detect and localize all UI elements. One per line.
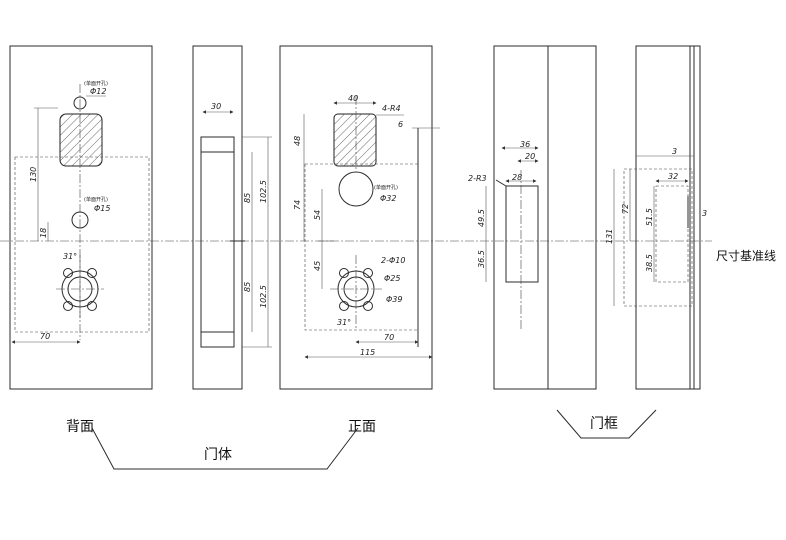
label-front: 正面	[348, 419, 376, 435]
front-dim-45: 45	[313, 261, 322, 271]
front-hole-note: (单面开孔)	[374, 184, 398, 191]
label-door-body: 门体	[204, 447, 232, 463]
frame-right-dim-32: 32	[668, 172, 678, 181]
side-dim-102-bottom: 102.5	[259, 285, 268, 308]
front-hole-32	[338, 171, 374, 207]
back-hole-top-dia: Φ12	[90, 87, 106, 96]
frame-right-dim-72: 72	[621, 204, 630, 214]
side-view: 30 85 102.5 85 102.5	[192, 45, 272, 390]
front-dim-54: 54	[313, 210, 322, 220]
frame-right-dim-38-5: 38.5	[645, 254, 654, 272]
frame-dim-36: 36	[520, 140, 530, 149]
frame-right-dim-3-side: 3	[702, 209, 707, 218]
frame-dim-28: 28	[512, 173, 522, 182]
back-lock-cutout	[59, 113, 103, 167]
back-hole-mid-dia: Φ15	[94, 204, 110, 213]
front-dim-40: 40	[348, 94, 358, 103]
frame-dim-49-5: 49.5	[477, 209, 486, 227]
front-angle-31: 31°	[337, 318, 351, 327]
frame-dim-36-5: 36.5	[477, 250, 486, 268]
back-dim-18: 18	[39, 228, 48, 238]
label-back: 背面	[66, 419, 94, 435]
front-dim-74: 74	[293, 200, 302, 210]
frame-right-dim-51-5: 51.5	[645, 208, 654, 226]
back-dim-70: 70	[40, 332, 50, 341]
front-dim-48: 48	[293, 136, 302, 146]
back-angle-31: 31°	[63, 252, 77, 261]
front-dim-6: 6	[398, 120, 403, 129]
front-lock-cutout	[333, 113, 377, 167]
door-body-bracket	[91, 427, 359, 470]
back-dim-130: 130	[29, 167, 38, 182]
side-dim-85-bottom: 85	[243, 282, 252, 292]
front-dia-25: Φ25	[384, 274, 400, 283]
datum-line-label: 尺寸基准线	[716, 249, 776, 263]
front-radius: 4-R4	[382, 104, 401, 113]
frame-left-view: 36 20 2-R3 28 49.5 36.5	[468, 45, 597, 390]
front-holes-10: 2-Φ10	[381, 256, 405, 265]
label-door-frame: 门框	[590, 416, 618, 432]
back-view: (单面开孔) Φ12 (单面开孔) Φ15 31° 130 18 70	[9, 45, 153, 390]
frame-dim-20: 20	[525, 152, 535, 161]
front-dim-115: 115	[360, 348, 375, 357]
frame-right-dim-131: 131	[605, 229, 614, 244]
back-hole-top-note: (单面开孔)	[84, 80, 108, 87]
back-hole-mid-note: (单面开孔)	[84, 196, 108, 203]
door-frame-bracket	[556, 409, 657, 439]
front-dia-39: Φ39	[386, 295, 402, 304]
frame-right-dim-3-top: 3	[672, 147, 677, 156]
frame-radius: 2-R3	[468, 174, 487, 183]
side-dim-30: 30	[211, 102, 221, 111]
side-dim-85-top: 85	[243, 193, 252, 203]
front-hole-dia: Φ32	[380, 194, 396, 203]
frame-right-view: 3 32 131 72 51.5 38.5 3	[605, 45, 707, 390]
front-dim-70: 70	[384, 333, 394, 342]
front-view: 40 4-R4 6 48 74 (单面开孔) Φ32 54 45 2-Φ10 Φ…	[279, 45, 440, 390]
side-dim-102-top: 102.5	[259, 180, 268, 203]
